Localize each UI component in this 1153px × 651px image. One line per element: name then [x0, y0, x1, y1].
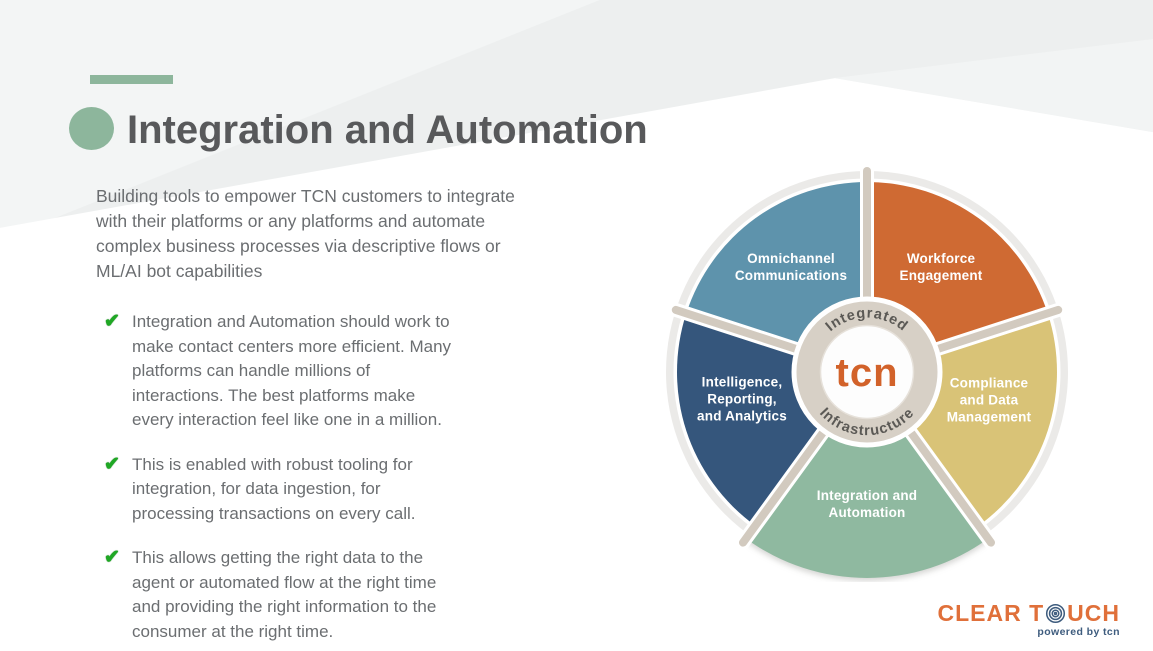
- clear-touch-logo: CLEAR T UCH powered by tcn: [937, 601, 1120, 638]
- list-item: ✔ This allows getting the right data to …: [104, 546, 456, 644]
- hub-inner-circle: [819, 324, 915, 420]
- checkmark-icon: ✔: [104, 453, 120, 475]
- segment-label-intelligence: Intelligence, Reporting, and Analytics: [697, 374, 787, 424]
- list-item: ✔ Integration and Automation should work…: [104, 310, 456, 433]
- segment-label-workforce: Workforce Engagement: [899, 251, 983, 283]
- checkmark-icon: ✔: [104, 311, 120, 332]
- bullet-text: This allows getting the right data to th…: [132, 548, 437, 641]
- body-column: Building tools to empower TCN customers …: [96, 184, 538, 651]
- segment-label-integration: Integration and Automation: [816, 488, 918, 520]
- logo-text-part2: UCH: [1067, 600, 1120, 626]
- page-title: Integration and Automation: [127, 108, 648, 152]
- logo-text-part1: CLEAR T: [937, 600, 1045, 626]
- intro-paragraph: Building tools to empower TCN customers …: [96, 186, 515, 281]
- wheel-svg: Integrated Infrastructure tcn: [666, 162, 1068, 578]
- title-bullet-dot: [69, 107, 114, 150]
- accent-bar: [90, 75, 173, 84]
- segment-label-compliance: Compliance and Data Management: [946, 375, 1032, 425]
- infrastructure-wheel-diagram: Integrated Infrastructure tcn Workforce …: [657, 162, 1077, 582]
- segment-label-omnichannel: Omnichannel Communications: [734, 251, 848, 283]
- checkmark-icon: ✔: [104, 547, 120, 568]
- clear-touch-wordmark: CLEAR T UCH: [937, 601, 1120, 625]
- logo-tagline: powered by tcn: [1037, 626, 1120, 638]
- bullet-list: ✔ Integration and Automation should work…: [96, 310, 538, 644]
- list-item: ✔ This is enabled with robust tooling fo…: [104, 453, 456, 527]
- tcn-logo-text: tcn: [836, 351, 899, 395]
- bullet-text: This is enabled with robust tooling for …: [132, 454, 416, 523]
- bullet-text: Integration and Automation should work t…: [132, 312, 452, 429]
- segment-integration-automation: [745, 372, 989, 578]
- fingerprint-icon: [1046, 603, 1066, 623]
